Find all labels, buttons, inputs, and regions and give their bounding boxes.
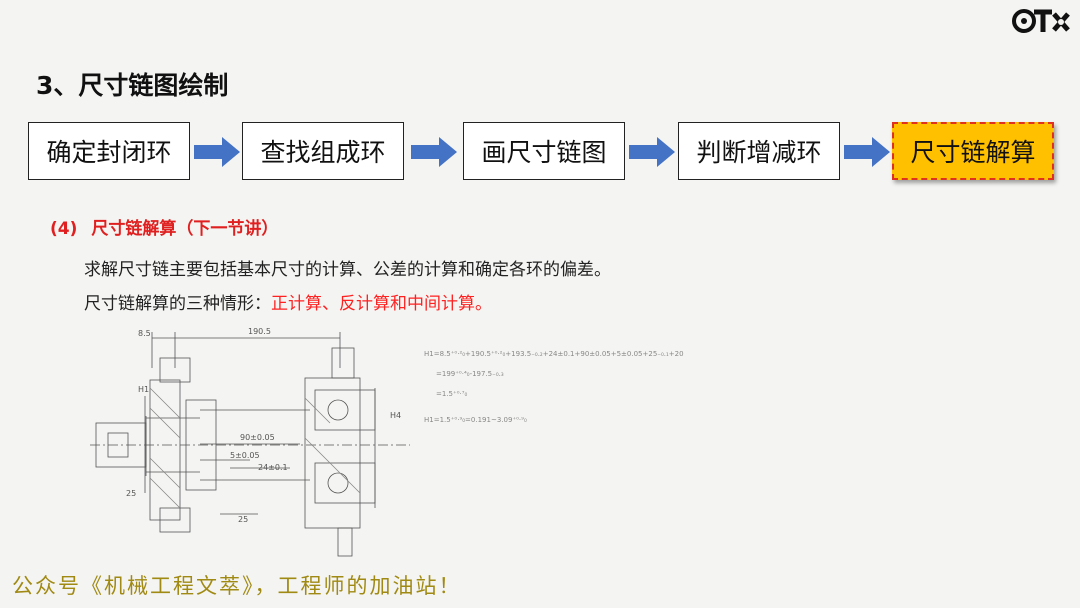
dim-label: 90±0.05 [240,433,275,442]
paragraph-2-prefix: 尺寸链解算的三种情形： [84,294,271,314]
paragraph-1: 求解尺寸链主要包括基本尺寸的计算、公差的计算和确定各环的偏差。 [84,260,611,280]
section-title: 3、尺寸链图绘制 [36,71,229,100]
formula-line: =1.5⁺⁰·⁷₀ [436,390,468,398]
flow-step-2: 查找组成环 [242,122,404,180]
dim-label: H4 [390,411,401,420]
dim-label: 25 [238,515,248,524]
assembly-drawing: 8.5 190.5 H1 90±0.05 5±0.05 24±0.1 25 25… [90,327,410,557]
arrow-right-icon [629,137,675,167]
formula-line: =199⁺⁰·⁴₀-197.5₋₀.₃ [436,370,504,378]
arrow-right-icon [411,137,457,167]
formula-line: H1=8.5⁺⁰·²₀+190.5⁺⁰·²₀+193.5₋₀.₂+24±0.1+… [424,350,684,358]
flow-step-5-active: 尺寸链解算 [892,122,1054,180]
footer-caption: 公众号《机械工程文萃》，工程师的加油站！ [12,574,462,598]
subheading-text: 尺寸链解算（下一节讲） [91,219,279,239]
dim-label: 5±0.05 [230,451,260,460]
arrow-right-icon [844,137,890,167]
arrow-right-icon [194,137,240,167]
formula-block: H1=8.5⁺⁰·²₀+190.5⁺⁰·²₀+193.5₋₀.₂+24±0.1+… [424,350,684,424]
brand-logo-icon [1012,9,1070,33]
subheading-number: (4) [50,219,78,239]
dim-label: 25 [126,489,136,498]
dim-label: 8.5 [138,329,151,338]
flow-step-1: 确定封闭环 [28,122,190,180]
paragraph-2-highlight: 正计算、反计算和中间计算。 [271,294,492,314]
subheading: (4) 尺寸链解算（下一节讲） [50,214,278,239]
dim-label: 190.5 [248,327,271,336]
dim-label: 24±0.1 [258,463,288,472]
flow-step-4: 判断增减环 [678,122,840,180]
paragraph-2: 尺寸链解算的三种情形：正计算、反计算和中间计算。 [84,289,492,314]
formula-line: H1=1.5⁺⁰·⁹₀=0.191~3.09⁺⁰·⁹₀ [424,416,527,424]
dim-label: H1 [138,385,149,394]
flow-step-3: 画尺寸链图 [463,122,625,180]
